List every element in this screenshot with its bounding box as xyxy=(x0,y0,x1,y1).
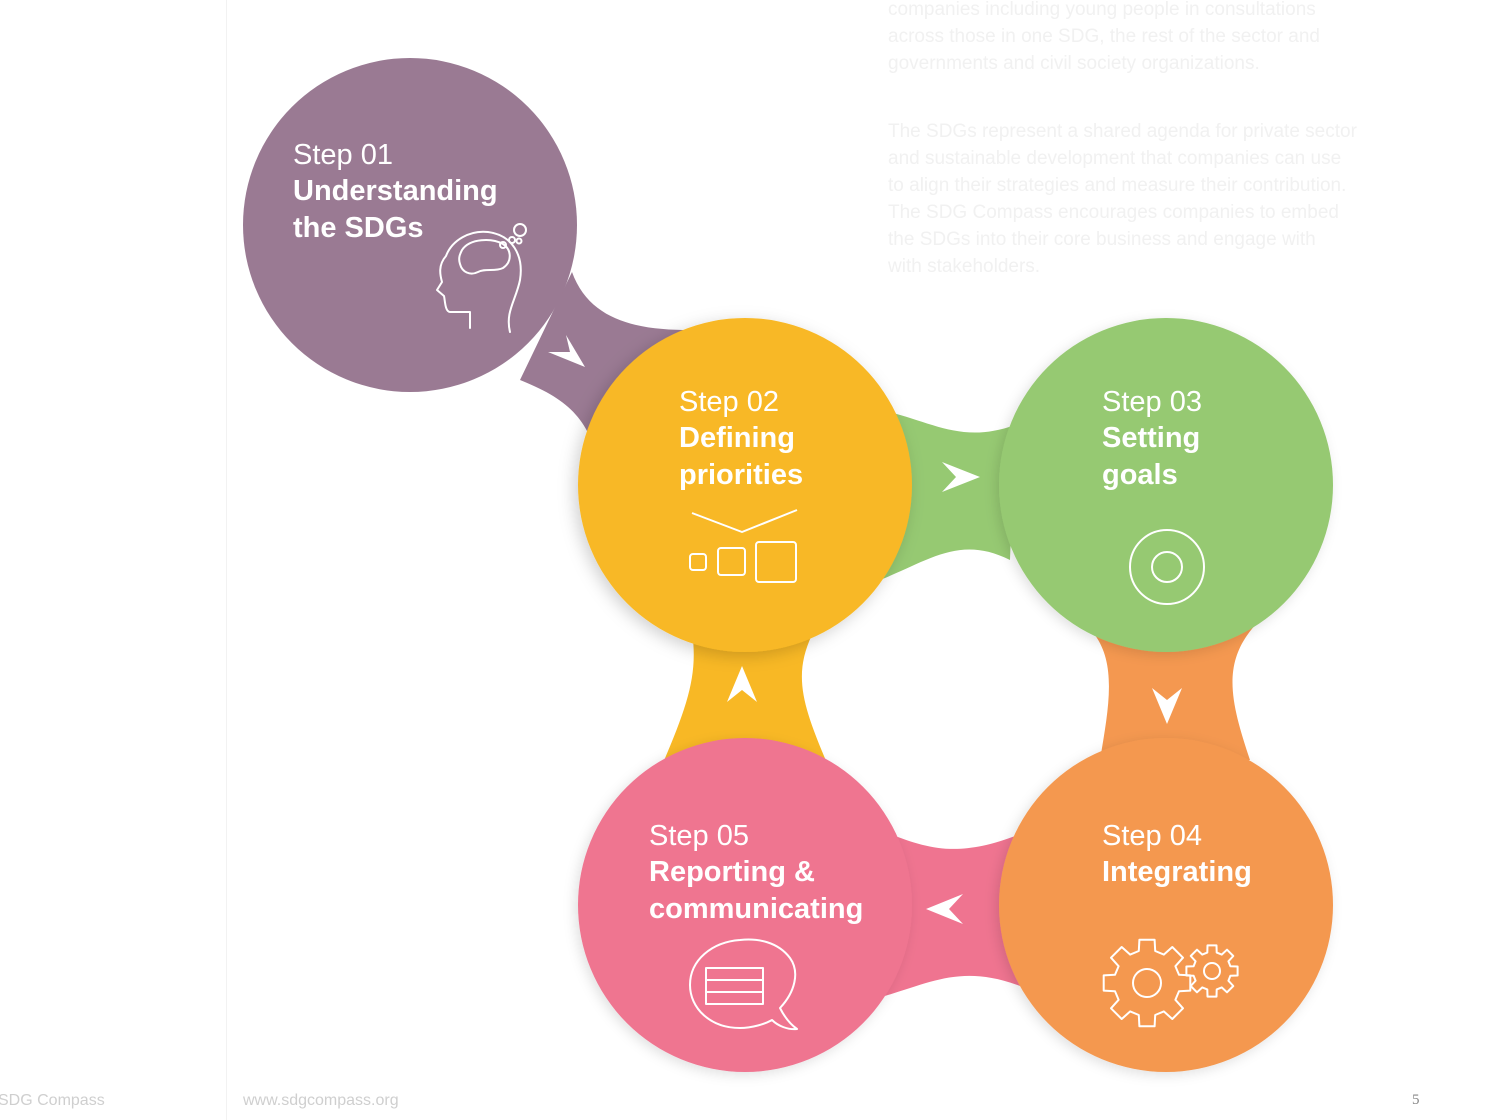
step1-circle xyxy=(243,58,577,392)
step4-circle xyxy=(999,738,1333,1072)
page-divider xyxy=(226,0,227,1120)
footer-url[interactable]: www.sdgcompass.org xyxy=(243,1092,399,1109)
gears-icon xyxy=(1102,938,1239,1028)
arrow-right-icon xyxy=(548,335,585,367)
speech-bubble-icon xyxy=(689,938,798,1031)
head-thinking-icon xyxy=(436,223,527,333)
arrow-left-icon xyxy=(926,894,963,924)
step-3-label: Step 03 Setting goals xyxy=(1102,384,1202,494)
step-title: Defining priorities xyxy=(679,422,804,491)
step5-circle xyxy=(578,738,912,1072)
step-number: Step 05 xyxy=(649,820,749,852)
target-icon xyxy=(1129,529,1205,605)
step-number: Step 02 xyxy=(679,386,779,418)
connector-step3-step4 xyxy=(1080,620,1260,760)
step-title: Integrating xyxy=(1102,856,1252,888)
step-4-label: Step 04 Integrating xyxy=(1102,818,1252,891)
step-number: Step 03 xyxy=(1102,386,1202,418)
page-number: 5 xyxy=(1412,1092,1420,1108)
prioritize-boxes-icon xyxy=(689,509,798,583)
background-paragraph: companies including young people in cons… xyxy=(888,0,1320,74)
arrow-right-icon xyxy=(942,462,980,492)
background-paragraph: The SDGs represent a shared agenda for p… xyxy=(888,121,1357,277)
step3-circle xyxy=(999,318,1333,652)
arrow-up-icon xyxy=(727,666,757,702)
arrow-down-icon xyxy=(1152,688,1182,724)
step2-circle xyxy=(578,318,912,652)
step-1-label: Step 01 Understanding the SDGs xyxy=(293,137,498,247)
step-title: Reporting & communicating xyxy=(649,856,864,925)
step-number: Step 04 xyxy=(1102,820,1202,852)
connector-step2-step3 xyxy=(880,410,1015,580)
footer-brand: SDG Compass xyxy=(0,1092,105,1109)
step-title: Setting goals xyxy=(1102,422,1201,491)
step-5-label: Step 05 Reporting & communicating xyxy=(649,818,863,928)
step-number: Step 01 xyxy=(293,139,393,171)
connector-step1-step2 xyxy=(520,272,690,470)
connector-step5-step2 xyxy=(660,620,830,770)
step-2-label: Step 02 Defining priorities xyxy=(679,384,803,494)
step-title: Understanding the SDGs xyxy=(293,175,498,244)
